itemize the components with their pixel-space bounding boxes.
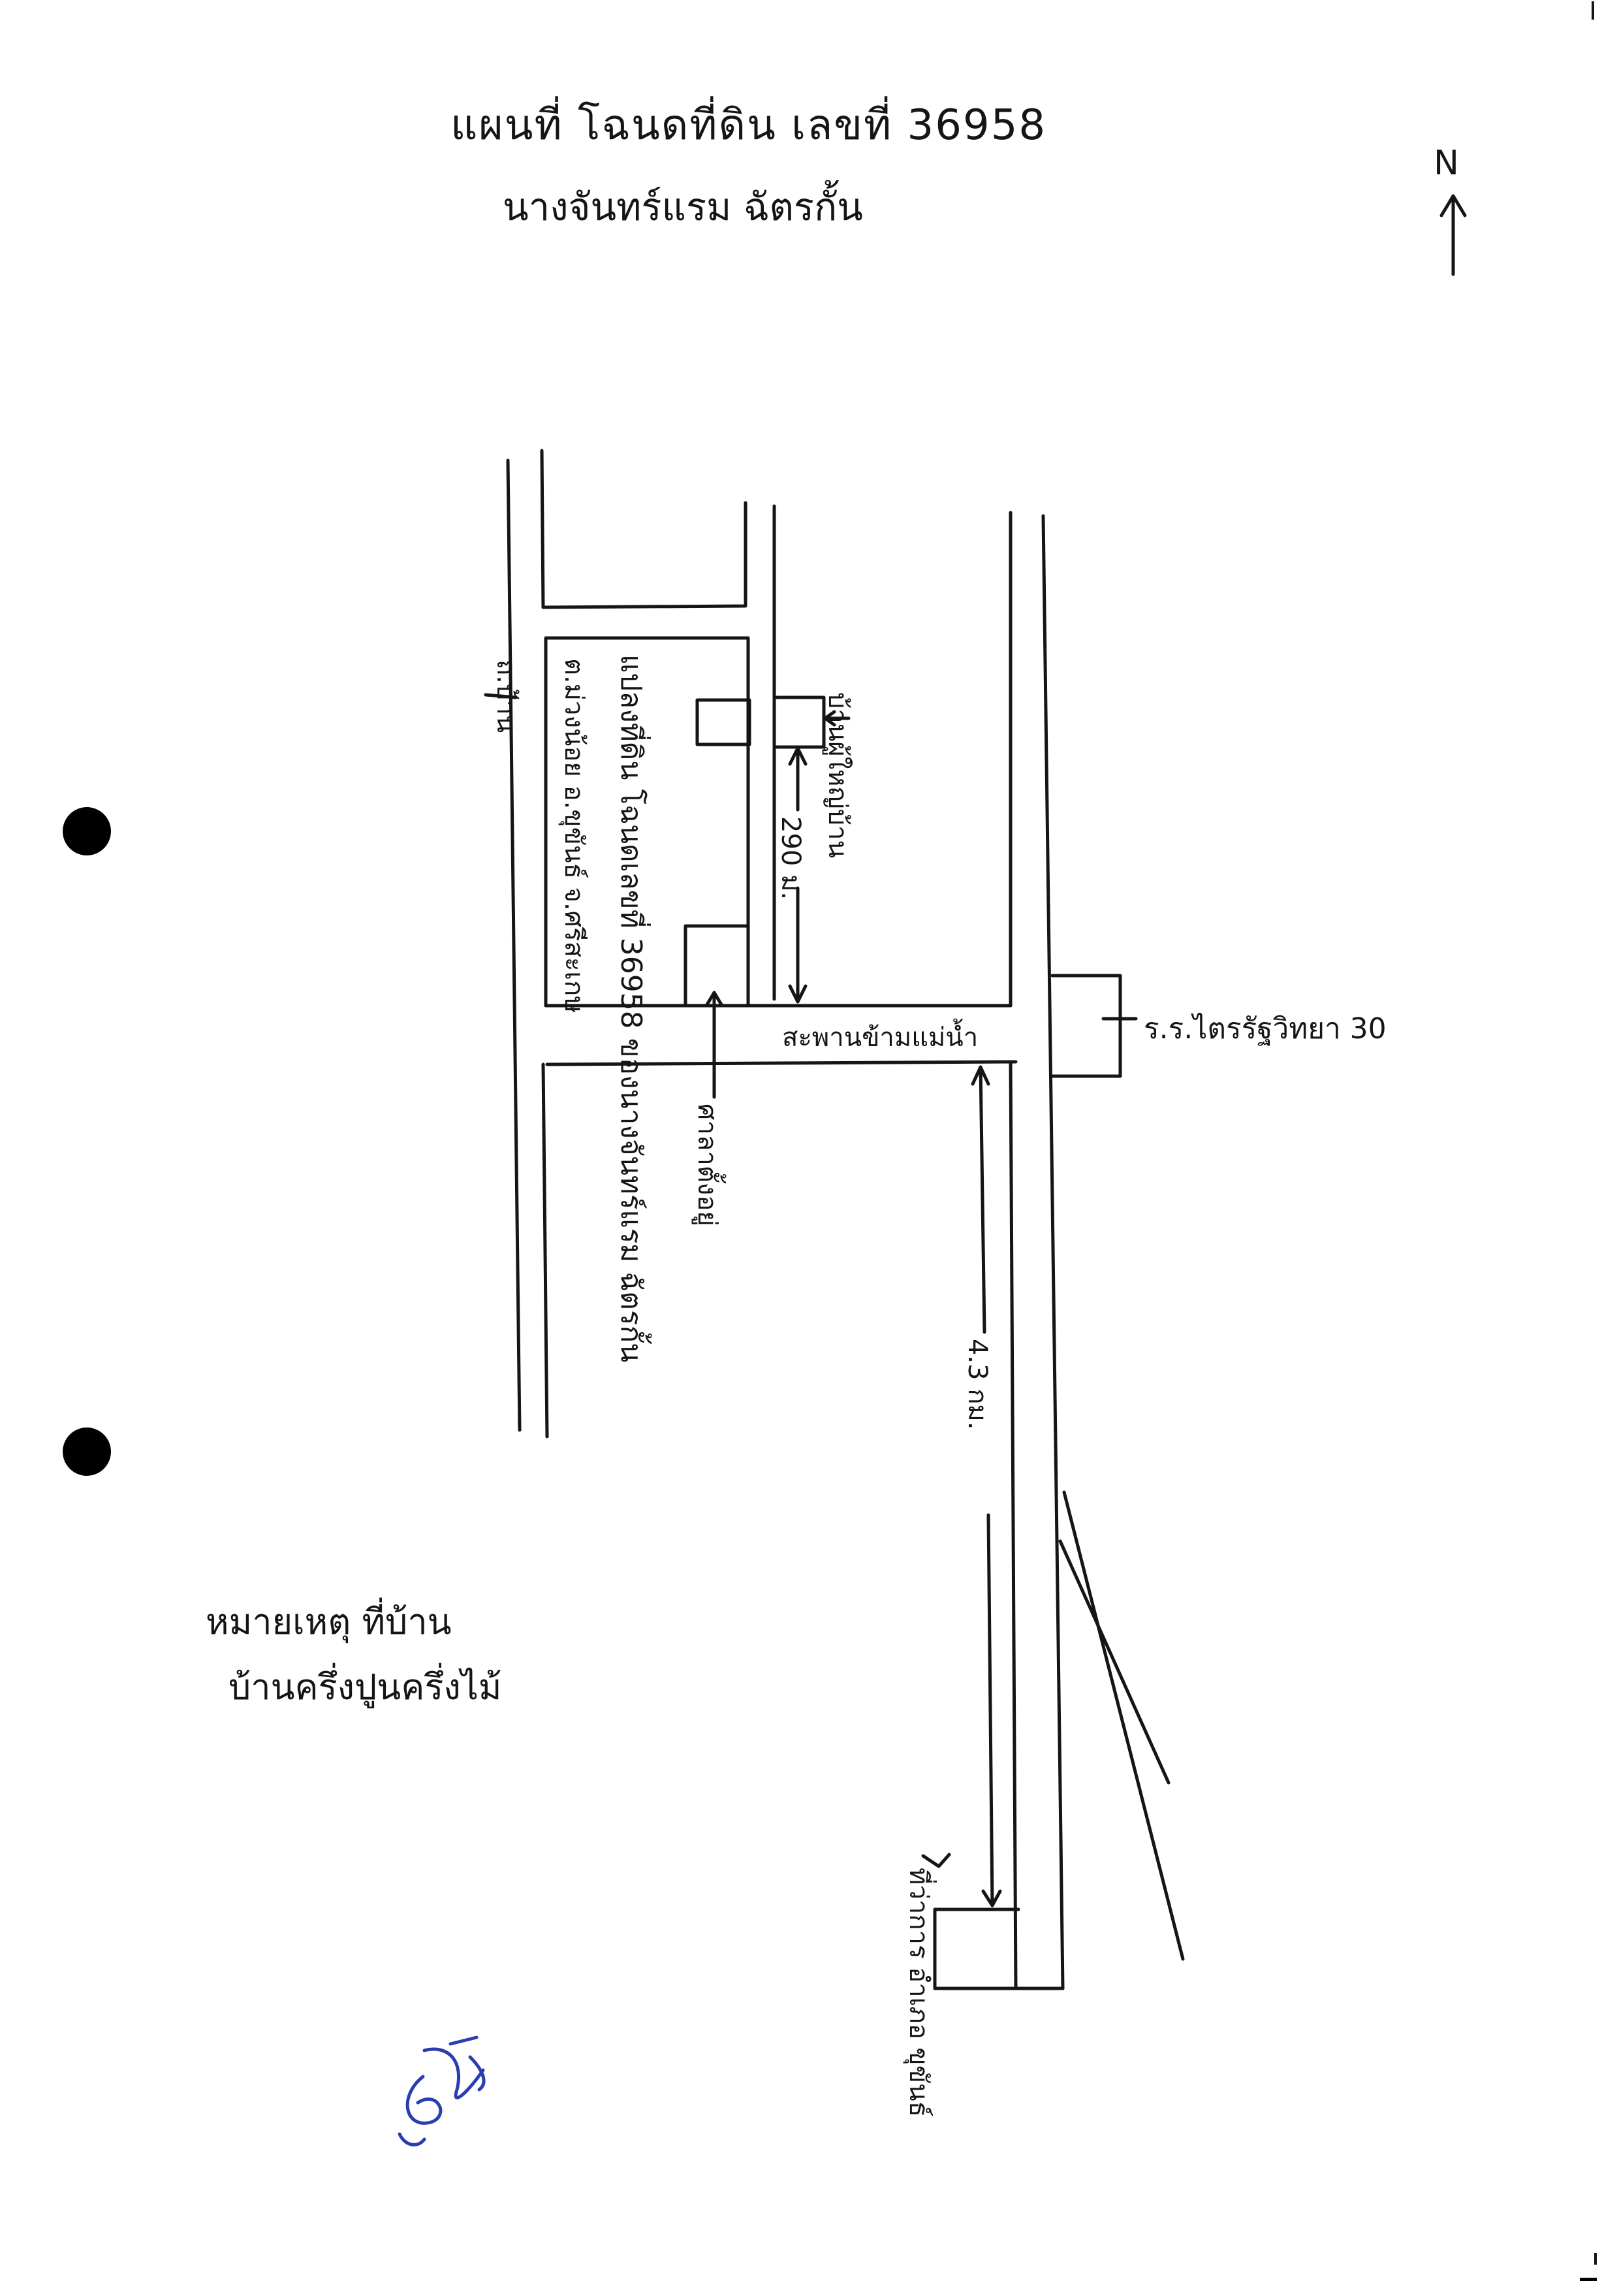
pointer-plot-building <box>704 991 724 1099</box>
distance-arrow-lower <box>971 1065 1002 1907</box>
note-line-2: บ้านครึ่งปูนครึ่งไม้ <box>228 1666 502 1708</box>
bridge-label: สะพานข้ามแม่น้ำ <box>782 1023 979 1053</box>
destination-label: ที่ว่าการ อำเภอ ขุขันธ์ <box>904 1868 934 2117</box>
owner-name: นางจันทร์แรม ฉัตรกั้น <box>503 185 863 229</box>
punch-hole-top <box>63 807 111 855</box>
distance-lower-label: 4.3 กม. <box>962 1339 992 1430</box>
plot-description-label: แปลงที่ดิน โฉนดเลขที่ 36958 ของนางจันทร์… <box>614 654 648 1363</box>
headman-house <box>772 695 826 749</box>
destination-box <box>933 1907 1020 1990</box>
north-arrow-icon <box>1439 194 1467 276</box>
upper-lot <box>541 501 747 609</box>
bridge-road <box>544 511 1018 1066</box>
pointer-headman <box>823 710 851 727</box>
main-road <box>1009 514 1065 1990</box>
distance-upper-label: 290 ม. <box>776 816 806 901</box>
crop-marks <box>1592 1 1597 2265</box>
road-name-label: ถ.บ้าน <box>491 660 521 733</box>
distance-arrow-upper <box>788 746 808 1004</box>
map-title: แผนที่ โฉนดที่ดิน เลขที่ 36958 <box>450 101 1047 150</box>
plot-building <box>684 924 750 1008</box>
left-road <box>506 449 549 1439</box>
village-house-label: ศาลาตั้งอยู่ <box>692 1104 722 1226</box>
school-label: ร.ร.ไตรรัฐวิทยา 30 <box>1144 1012 1387 1045</box>
diagonal-road <box>1058 1490 1185 1961</box>
pointer-destination <box>921 1853 951 1868</box>
headman-house-label: บ้านผู้ใหญ่บ้าน <box>823 692 853 858</box>
school-box <box>1050 974 1122 1078</box>
plot-location-label: ต.ม่วงน้อย อ.ขุขันธ์ จ.ศรีสะเกษ <box>559 658 589 1013</box>
punch-hole-bottom <box>63 1427 111 1476</box>
page-corner-mark <box>1580 2278 1597 2281</box>
note-line-1: หมายเหตุ ที่บ้าน <box>206 1601 452 1642</box>
north-label: N <box>1434 144 1459 183</box>
signature-icon <box>398 2035 486 2146</box>
house-in-plot <box>695 698 751 746</box>
pointer-road <box>484 693 518 699</box>
